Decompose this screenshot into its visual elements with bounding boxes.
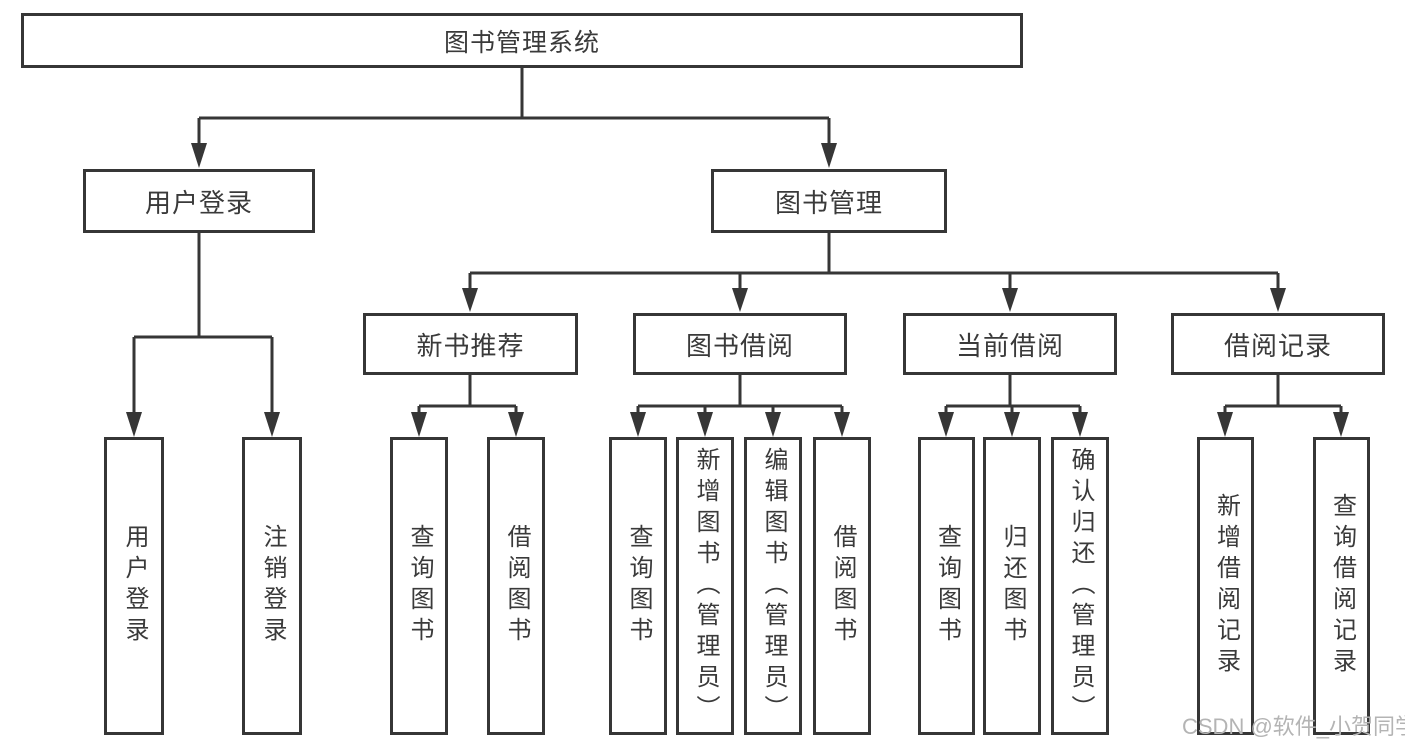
leaf-query-books-borrowing: 查询图书 (609, 437, 667, 735)
node-label: 编辑图书（管理员） (760, 446, 787, 726)
node-label: 归还图书 (999, 524, 1026, 648)
node-new-book-recommendation: 新书推荐 (363, 313, 578, 375)
arrowheads (126, 143, 1349, 437)
node-label: 借阅记录 (1223, 330, 1332, 361)
connector-new-books-to-leaves (417, 375, 518, 418)
node-library-management-system: 图书管理系统 (21, 13, 1023, 68)
node-label: 图书借阅 (685, 330, 794, 361)
arrowhead-icon (508, 412, 524, 437)
leaf-return-books: 归还图书 (983, 437, 1041, 735)
connector-records-to-leaves (1223, 375, 1343, 418)
connector-current-to-leaves (944, 375, 1082, 418)
node-book-management: 图书管理 (711, 169, 947, 233)
leaf-query-books-recommend: 查询图书 (390, 437, 448, 735)
leaf-user-login: 用户登录 (104, 437, 164, 735)
node-label: 用户登录 (144, 187, 253, 218)
arrowhead-icon (411, 412, 427, 437)
leaf-query-borrow-record: 查询借阅记录 (1313, 437, 1370, 735)
connector-user-login-to-leaves (132, 233, 274, 418)
arrowhead-icon (697, 412, 713, 437)
node-label: 新增借阅记录 (1212, 493, 1240, 679)
connector-root-to-level2 (197, 68, 831, 150)
node-label: 查询图书 (933, 524, 961, 648)
node-borrowing-records: 借阅记录 (1171, 313, 1385, 375)
node-book-borrowing: 图书借阅 (633, 313, 847, 375)
node-label: 查询图书 (406, 524, 433, 648)
arrowhead-icon (1217, 412, 1233, 437)
node-current-borrowing: 当前借阅 (903, 313, 1117, 375)
leaf-borrow-books-recommend: 借阅图书 (487, 437, 545, 735)
leaf-confirm-return-admin: 确认归还（管理员） (1051, 437, 1109, 735)
node-label: 新增图书（管理员） (692, 446, 719, 726)
node-label: 图书管理 (774, 187, 883, 218)
node-label: 查询借阅记录 (1328, 493, 1356, 679)
arrowhead-icon (126, 412, 142, 437)
connector-borrowing-to-leaves (636, 375, 844, 418)
node-label: 借阅图书 (503, 524, 530, 648)
node-label: 新书推荐 (416, 330, 525, 361)
arrowhead-icon (1072, 412, 1088, 437)
arrowhead-icon (1270, 288, 1286, 312)
arrowhead-icon (821, 143, 837, 168)
node-label: 当前借阅 (955, 330, 1064, 361)
arrowhead-icon (1004, 412, 1020, 437)
arrowhead-icon (1002, 288, 1018, 312)
node-label: 借阅图书 (829, 524, 856, 648)
leaf-edit-book-admin: 编辑图书（管理员） (744, 437, 802, 735)
leaf-logout: 注销登录 (242, 437, 302, 735)
arrowhead-icon (732, 288, 748, 312)
leaf-add-borrow-record: 新增借阅记录 (1197, 437, 1254, 735)
node-label: 查询图书 (625, 524, 652, 648)
node-label: 注销登录 (259, 524, 286, 648)
connector-book-management-to-level3 (468, 233, 1280, 294)
arrowhead-icon (191, 143, 207, 168)
node-label: 用户登录 (121, 524, 148, 648)
leaf-add-book-admin: 新增图书（管理员） (676, 437, 734, 735)
node-label: 图书管理系统 (443, 28, 600, 57)
arrowhead-icon (462, 288, 478, 312)
node-user-login: 用户登录 (83, 169, 315, 233)
csdn-watermark: CSDN @软件_小贺同学 (1182, 714, 1405, 739)
arrowhead-icon (834, 412, 850, 437)
arrowhead-icon (938, 412, 954, 437)
leaf-borrow-books-borrowing: 借阅图书 (813, 437, 871, 735)
arrowhead-icon (765, 412, 781, 437)
arrowhead-icon (630, 412, 646, 437)
arrowhead-icon (264, 412, 280, 437)
node-label: 确认归还（管理员） (1067, 446, 1094, 726)
arrowhead-icon (1333, 412, 1349, 437)
leaf-query-books-current: 查询图书 (918, 437, 975, 735)
